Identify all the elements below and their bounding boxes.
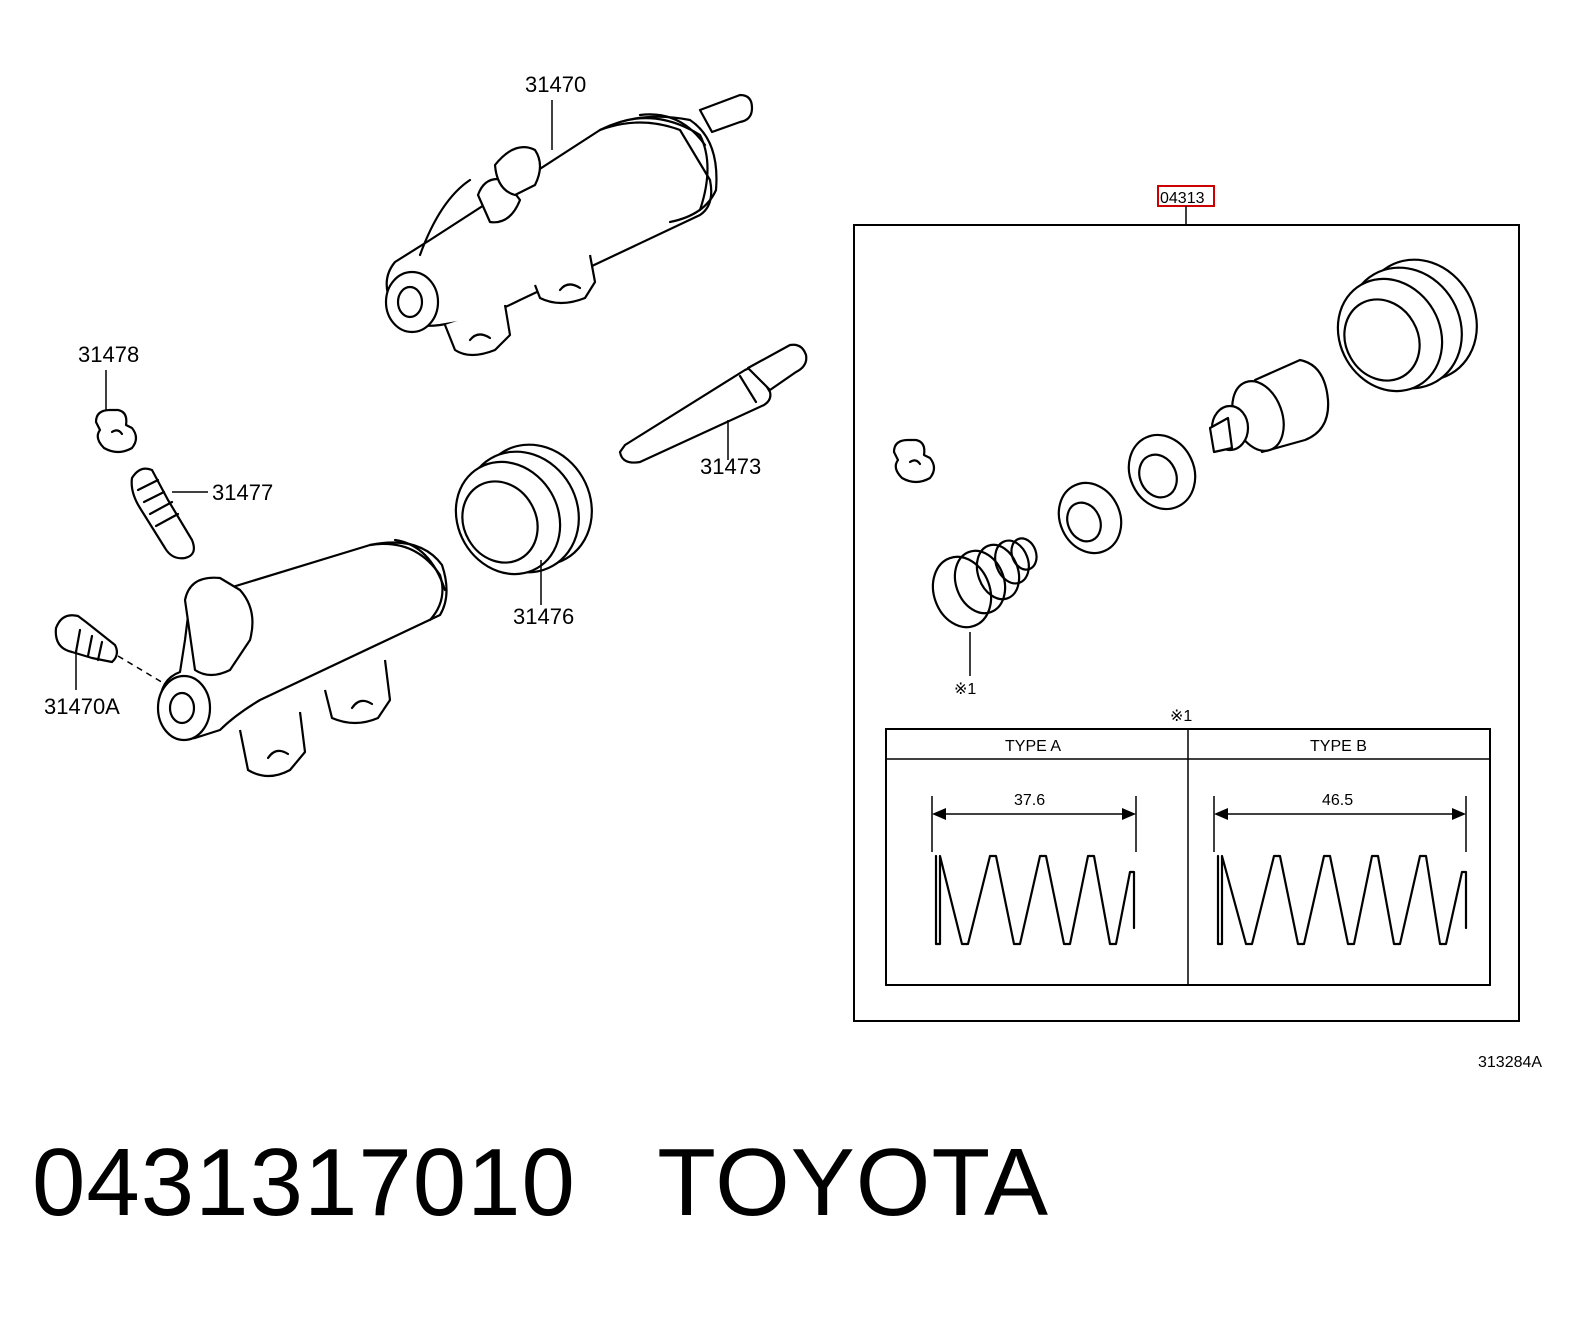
mounting-bolt[interactable]	[54, 614, 166, 685]
table-note-mark: ※1	[1170, 708, 1192, 725]
kit-cup-2	[1057, 481, 1123, 555]
label-31470: 31470	[525, 72, 586, 97]
kit-piston	[1208, 358, 1330, 454]
type-b-dimension: 46.5	[1322, 792, 1353, 809]
bleeder-cap[interactable]	[94, 408, 138, 454]
part-caption: 0431317010 TOYOTA	[32, 1135, 1049, 1231]
label-31476: 31476	[513, 604, 574, 629]
boot[interactable]	[436, 424, 614, 593]
brand-name: TOYOTA	[657, 1129, 1050, 1236]
kit-box	[853, 224, 1520, 1022]
type-b-spring	[1216, 854, 1468, 946]
kit-cap	[892, 438, 936, 484]
type-a-header: TYPE A	[1005, 738, 1061, 755]
label-04313: 04313	[1160, 190, 1205, 207]
spring-type-table: TYPE A TYPE B 37.6 46.5	[885, 728, 1491, 986]
bleeder-screw[interactable]	[130, 467, 195, 560]
kit-callout[interactable]: 04313	[1157, 185, 1215, 207]
type-a-spring	[934, 854, 1136, 946]
label-31473: 31473	[700, 454, 761, 479]
label-31470a: 31470A	[44, 694, 120, 719]
push-rod[interactable]	[618, 343, 808, 464]
type-b-header: TYPE B	[1310, 738, 1367, 755]
spring-note-mark: ※1	[954, 681, 976, 698]
reference-code: 313284A	[1478, 1054, 1542, 1071]
type-a-dimension: 37.6	[1014, 792, 1045, 809]
release-cylinder-upper[interactable]	[384, 93, 754, 357]
label-31477: 31477	[212, 480, 273, 505]
part-number: 0431317010	[32, 1129, 576, 1236]
kit-boot	[1336, 258, 1478, 393]
release-cylinder-lower[interactable]	[156, 538, 448, 778]
label-31478: 31478	[78, 342, 139, 367]
kit-spring	[931, 537, 1038, 629]
kit-cup-1	[1127, 433, 1197, 511]
